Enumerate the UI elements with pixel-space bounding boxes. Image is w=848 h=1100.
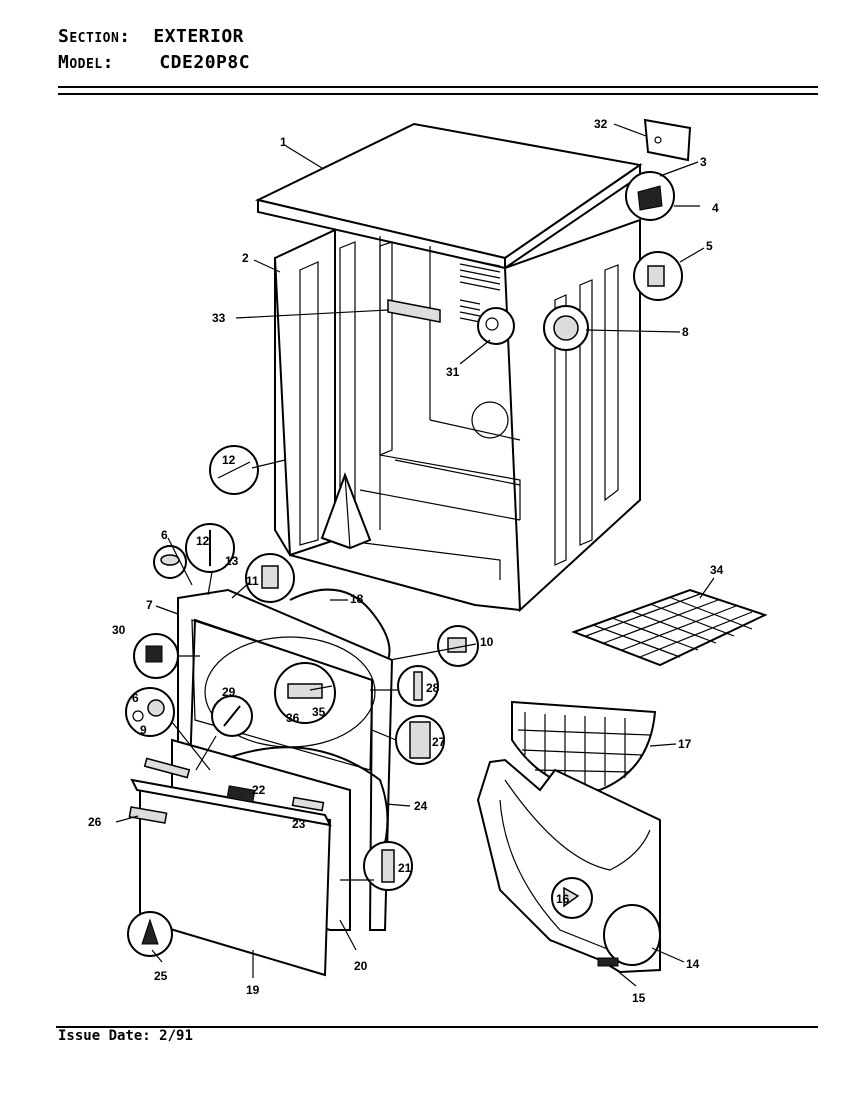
- callout-11: 11: [246, 574, 259, 588]
- callout-2: 2: [242, 251, 249, 265]
- detail-circle-35-36: [274, 662, 336, 724]
- callout-6-control: 6: [132, 691, 139, 705]
- footer-rule: [56, 1026, 818, 1028]
- issue-date-label: Issue Date:: [58, 1028, 151, 1044]
- callout-29: 29: [222, 685, 236, 699]
- issue-date: Issue Date: 2/91: [58, 1028, 193, 1044]
- callout-18: 18: [350, 592, 364, 606]
- detail-circle-29: [211, 695, 253, 737]
- detail-circle-11: [245, 553, 295, 603]
- section-label: Section:: [58, 26, 131, 47]
- callout-32: 32: [594, 117, 608, 131]
- callout-20: 20: [354, 959, 368, 973]
- model-value: CDE20P8C: [159, 52, 251, 73]
- lint-screen: [511, 700, 657, 792]
- callout-13: 13: [225, 554, 239, 568]
- hinge-bracket: [643, 118, 692, 162]
- detail-circle-6: [153, 545, 187, 579]
- section-heading: Section: EXTERIOR: [58, 26, 244, 47]
- section-value: EXTERIOR: [153, 26, 245, 47]
- detail-circle-8: [543, 305, 589, 351]
- callout-28: 28: [426, 681, 440, 695]
- callout-22: 22: [252, 783, 266, 797]
- callout-21: 21: [398, 861, 412, 875]
- callout-3: 3: [700, 155, 707, 169]
- cabinet: [273, 218, 641, 613]
- callout-12-door: 12: [196, 534, 210, 548]
- detail-circle-12-left: [209, 445, 259, 495]
- model-heading: Model: CDE20P8C: [58, 52, 250, 73]
- callout-8: 8: [682, 325, 689, 339]
- drying-rack: [571, 588, 768, 667]
- detail-circle-10: [437, 625, 479, 667]
- callout-27: 27: [432, 735, 446, 749]
- callout-12-cabinet: 12: [222, 453, 236, 467]
- detail-circle-30: [133, 633, 179, 679]
- callout-numbers: 1 2 3 4 5 6 6 7 8 9 10 11 12 12 13 14 15…: [88, 117, 724, 1005]
- callout-35: 35: [312, 705, 326, 719]
- callout-10: 10: [480, 635, 494, 649]
- header-rule-bottom: [58, 93, 818, 95]
- callout-30: 30: [112, 623, 126, 637]
- callout-23: 23: [292, 817, 306, 831]
- callout-36: 36: [286, 711, 300, 725]
- detail-circle-21: [363, 841, 413, 891]
- lint-duct-housing: [476, 758, 661, 974]
- detail-circle-5: [633, 251, 683, 301]
- drum-rear-ring: [289, 588, 391, 661]
- model-label: Model:: [58, 52, 114, 73]
- detail-circle-31: [477, 307, 515, 345]
- callout-25: 25: [154, 969, 168, 983]
- detail-circle-28: [397, 665, 439, 707]
- callout-6-door: 6: [161, 528, 168, 542]
- callout-5: 5: [706, 239, 713, 253]
- callout-4: 4: [712, 201, 719, 215]
- callout-33: 33: [212, 311, 226, 325]
- callout-34: 34: [710, 563, 724, 577]
- callout-31: 31: [446, 365, 460, 379]
- detail-circle-8-9: [125, 687, 175, 737]
- callout-26: 26: [88, 815, 102, 829]
- leader-lines: [115, 123, 715, 987]
- callout-24: 24: [414, 799, 428, 813]
- detail-circle-16: [551, 877, 593, 919]
- issue-date-value: 2/91: [159, 1028, 193, 1044]
- callout-14: 14: [686, 957, 700, 971]
- detail-circle-3-4: [625, 171, 675, 221]
- callout-15: 15: [632, 991, 646, 1005]
- callout-17: 17: [678, 737, 692, 751]
- header-rule-top: [58, 86, 818, 88]
- callout-9: 9: [140, 723, 147, 737]
- detail-circle-27: [395, 715, 445, 765]
- callout-1: 1: [280, 135, 287, 149]
- detail-circle-25: [127, 911, 173, 957]
- callout-19: 19: [246, 983, 260, 997]
- callout-7: 7: [146, 598, 153, 612]
- detail-circle-12-13: [185, 523, 235, 573]
- callout-16: 16: [556, 892, 570, 906]
- door-assembly: [128, 738, 389, 977]
